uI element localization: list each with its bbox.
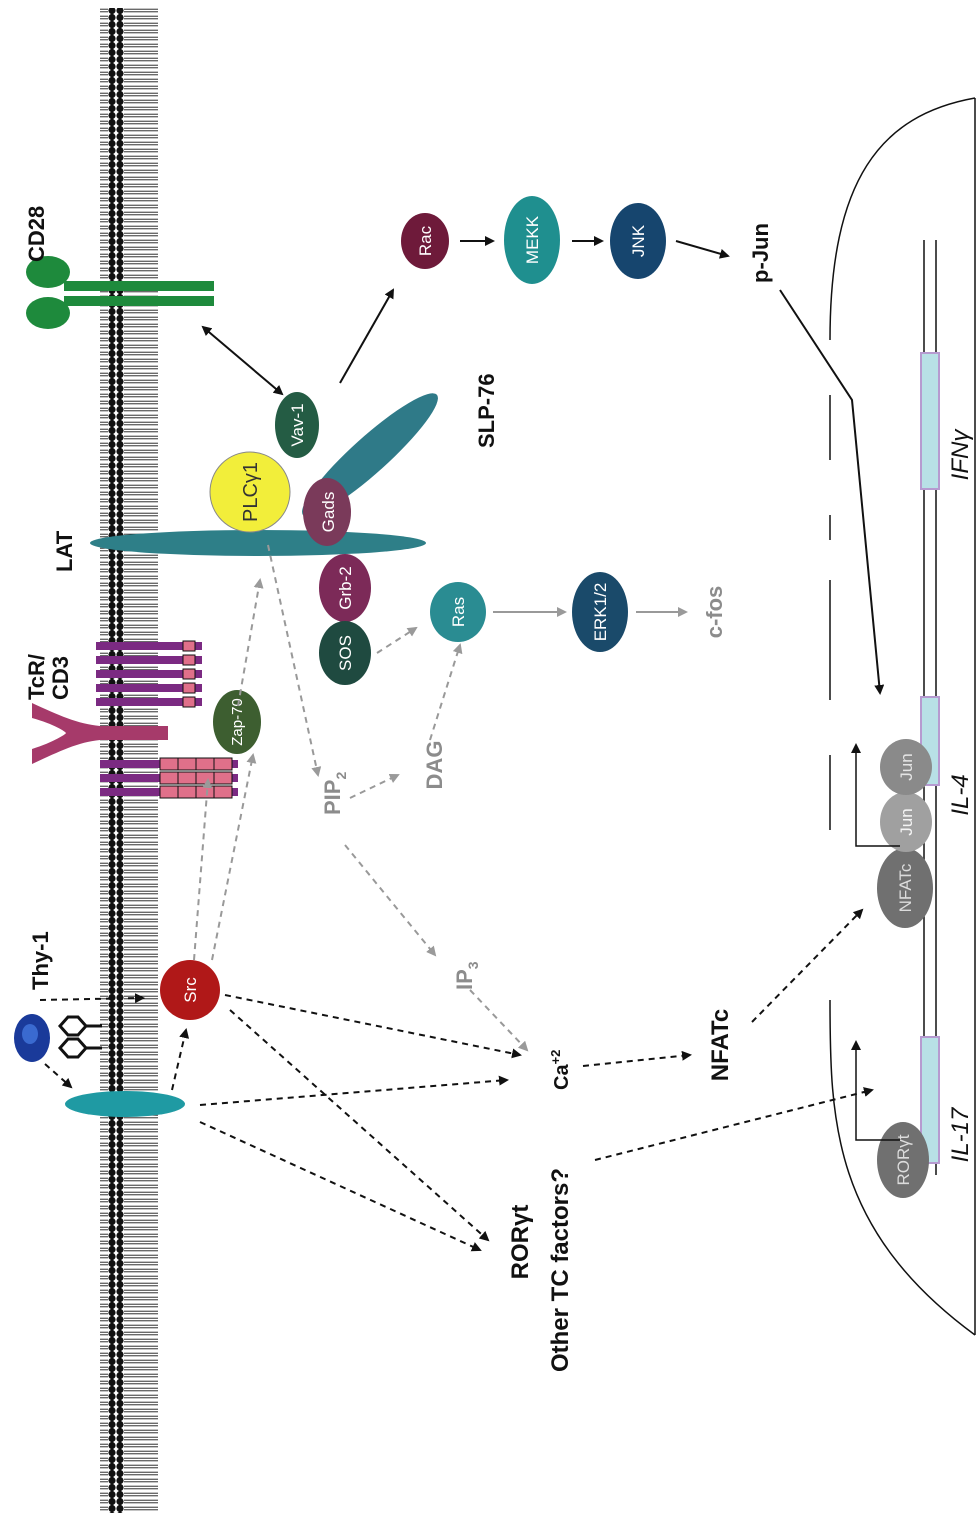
il4-gene-label: IL-4	[947, 774, 974, 815]
svg-text:Src: Src	[181, 977, 200, 1003]
svg-text:Zap-70: Zap-70	[229, 698, 246, 746]
jun2-tf-node: Jun	[880, 739, 932, 795]
grb2-node: Grb-2	[319, 554, 371, 622]
cd28-label: CD28	[24, 206, 49, 262]
jun1-tf-node: Jun	[880, 792, 932, 852]
pjun-label: p-Jun	[748, 223, 773, 283]
svg-text:Grb-2: Grb-2	[336, 566, 355, 609]
jnk-node: JNK	[610, 203, 666, 279]
svg-text:PLCγ1: PLCγ1	[240, 462, 262, 522]
svg-text:MEKK: MEKK	[523, 215, 542, 264]
ifng-gene-label: IFNγ	[947, 428, 974, 481]
cfos-label: c-fos	[702, 586, 727, 639]
slp76-label: SLP-76	[474, 373, 499, 448]
svg-text:Jun: Jun	[897, 753, 916, 780]
svg-text:JNK: JNK	[629, 224, 648, 257]
svg-text:Rac: Rac	[416, 225, 435, 256]
cd28-receptor	[26, 256, 214, 329]
nfatc-label: NFATc	[707, 1009, 734, 1081]
svg-text:Vav-1: Vav-1	[288, 403, 307, 446]
other-tc-label: Other TC factors?	[547, 1168, 574, 1372]
black-dashed-arrows	[39, 908, 874, 1252]
cd3-label: CD3	[48, 656, 73, 700]
tcr-label: TcR/	[24, 654, 49, 700]
sos-node: SOS	[319, 621, 371, 685]
svg-text:SOS: SOS	[336, 635, 355, 671]
thy1-label: Thy-1	[28, 931, 53, 990]
lat-label: LAT	[52, 530, 77, 572]
svg-text:Ras: Ras	[449, 597, 468, 627]
pip2-label: PIP2	[320, 772, 349, 815]
tcr-cd3-complex	[32, 640, 238, 799]
il17-gene-label: IL-17	[947, 1106, 974, 1162]
thy1-receptor	[14, 1014, 185, 1117]
mekk-node: MEKK	[504, 196, 560, 284]
plcy1-node: PLCγ1	[209, 451, 291, 533]
ip3-label: IP3	[452, 961, 481, 990]
roryt-label: RORγt	[507, 1205, 534, 1280]
ca-label: Ca+2	[548, 1050, 573, 1090]
nfatc-tf-node: NFATc	[877, 848, 933, 928]
nucleus-outline	[829, 97, 976, 341]
vav1-node: Vav-1	[275, 392, 319, 458]
grey-dashed-arrows	[193, 544, 529, 1052]
svg-text:Jun: Jun	[897, 808, 916, 835]
lat-ellipse	[90, 530, 426, 556]
ras-node: Ras	[430, 582, 486, 642]
roryt-tf-node: RORγt	[877, 1122, 929, 1198]
svg-text:RORγt: RORγt	[894, 1134, 913, 1185]
erk-node: ERK1/2	[572, 572, 628, 652]
src-node: Src	[160, 960, 220, 1020]
solid-arrows	[201, 236, 885, 695]
zap70-node: Zap-70	[213, 690, 261, 754]
svg-text:Gads: Gads	[319, 492, 338, 533]
svg-text:NFATc: NFATc	[896, 863, 915, 912]
dag-label: DAG	[422, 741, 447, 790]
transcription-arrows	[851, 743, 900, 1141]
gads-node: Gads	[303, 478, 351, 546]
svg-text:ERK1/2: ERK1/2	[591, 583, 610, 642]
gene-boxes	[920, 352, 940, 1164]
rac-node: Rac	[401, 213, 449, 269]
